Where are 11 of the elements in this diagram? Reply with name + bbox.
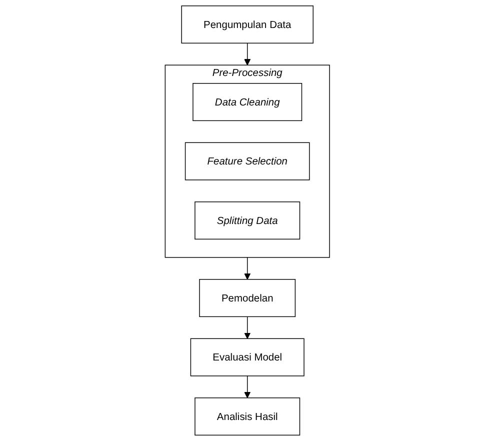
arrow xyxy=(244,316,250,339)
node-box: Splitting Data xyxy=(194,201,300,240)
node-box: Pengumpulan Data xyxy=(180,5,314,44)
arrow xyxy=(244,376,250,398)
arrow xyxy=(244,257,250,280)
node-box: Data Cleaning xyxy=(192,83,302,122)
node-box: Analisis Hasil xyxy=(194,397,300,436)
node-box: Evaluasi Model xyxy=(190,338,304,376)
arrow xyxy=(244,42,250,66)
node-box: Feature Selection xyxy=(184,142,310,180)
node-box: Pemodelan xyxy=(198,279,296,318)
